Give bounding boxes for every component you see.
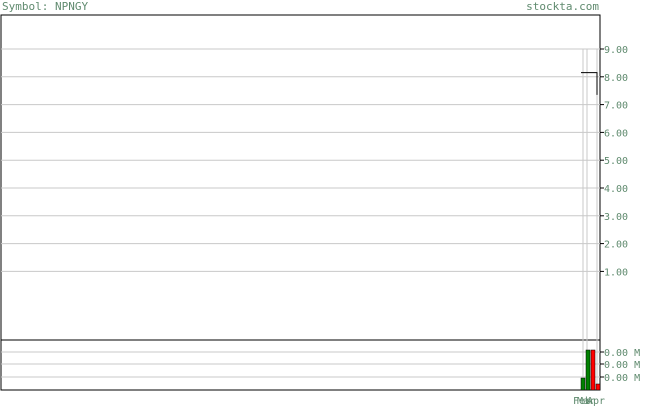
x-tick-label: Apr [587,396,605,406]
price-tick-label: 1.00 [604,267,628,278]
price-tick-label: 9.00 [604,45,628,56]
volume-bar [580,377,586,391]
x-tick-label: Mar [577,396,595,406]
price-panel-frame [0,14,601,341]
volume-tick-label: 0.00 M [604,348,640,359]
price-tick-label: 6.00 [604,128,628,139]
price-tick-label: 3.00 [604,212,628,223]
volume-panel-frame [0,339,601,391]
volume-tick-label: 0.00 M [604,360,640,371]
symbol-label: Symbol: NPNGY [2,0,89,13]
price-tick-label: 8.00 [604,73,628,84]
volume-tick-label: 0.00 M [604,373,640,384]
x-tick-label: Feb [573,396,591,406]
volume-bar [595,383,601,391]
price-tick-label: 4.00 [604,184,628,195]
price-line [581,72,598,95]
price-tick-label: 7.00 [604,101,628,112]
price-tick-label: 5.00 [604,156,628,167]
volume-bar [590,349,596,391]
price-tick-label: 2.00 [604,240,628,251]
volume-bar [585,349,591,391]
site-name: stockta.com [526,0,599,13]
